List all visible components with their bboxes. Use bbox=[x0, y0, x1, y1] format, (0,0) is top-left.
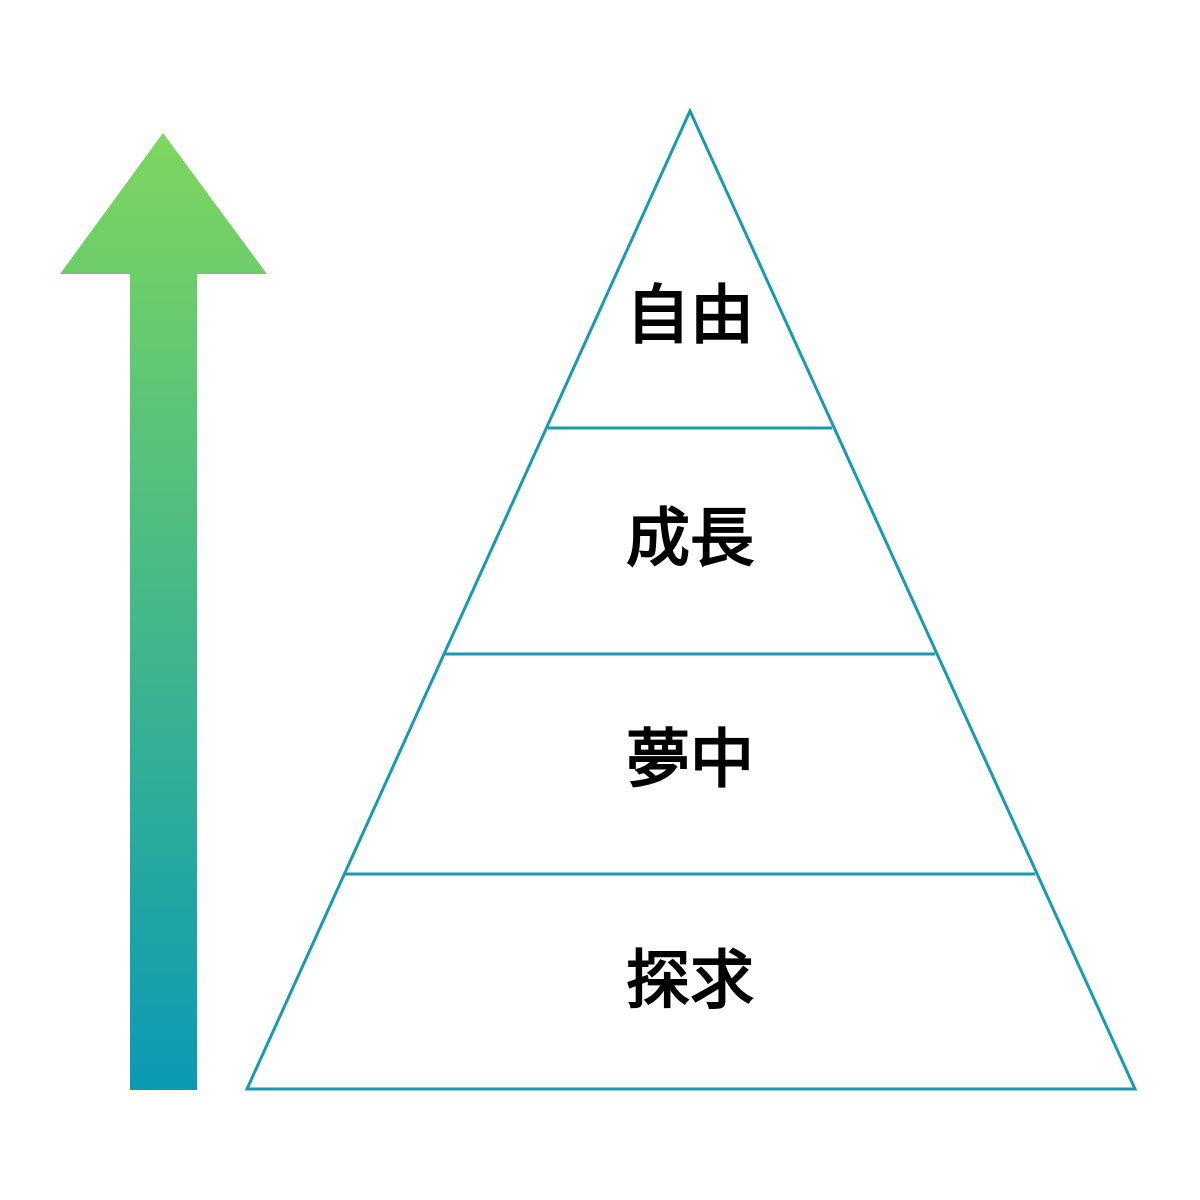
tier-label-exploration: 探求 bbox=[626, 945, 754, 1019]
tier-label-freedom: 自由 bbox=[626, 280, 754, 354]
tier-label-absorption: 夢中 bbox=[626, 724, 754, 798]
pyramid: 自由 成長 夢中 探求 bbox=[244, 107, 1138, 1091]
pyramid-outline bbox=[244, 107, 1138, 1091]
tier-label-growth: 成長 bbox=[626, 503, 755, 577]
growth-arrow-icon bbox=[60, 133, 267, 1090]
